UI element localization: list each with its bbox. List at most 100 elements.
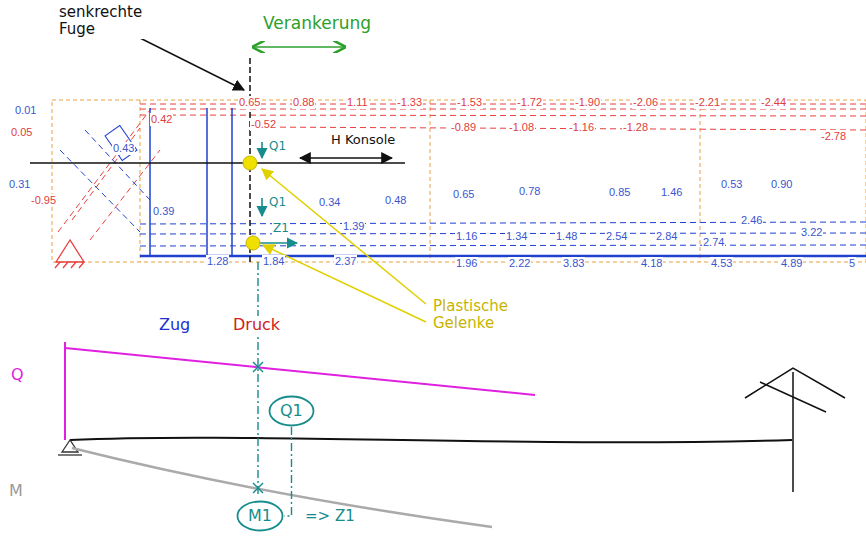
stress-value: -1.08 [508, 121, 535, 134]
stress-value: 4.53 [710, 257, 733, 270]
reinforcement [105, 126, 137, 161]
reinforcement [105, 108, 866, 256]
bearing-support [79, 262, 84, 268]
stress-value: 1.28 [206, 255, 229, 268]
annotation-label: Z1 [272, 222, 290, 236]
column-symbol [745, 368, 845, 398]
force-arrows [256, 242, 297, 244]
column-symbol [745, 368, 845, 492]
stress-value: 1.46 [660, 186, 683, 199]
stress-value: 3.22 [800, 226, 823, 239]
circle-outline [238, 502, 283, 531]
stress-value: -2.21 [694, 96, 721, 109]
shear-diagram [65, 342, 535, 440]
fe-outline [430, 100, 431, 262]
stress-value: 0.65 [238, 96, 261, 109]
system-axis [30, 162, 405, 164]
stress-value: 0.90 [770, 178, 793, 191]
reinforcement [140, 255, 866, 258]
tension-trajectories [60, 130, 866, 246]
section-connector [284, 427, 292, 516]
stress-value: 1.39 [342, 220, 365, 233]
compression-trajectories [58, 110, 150, 232]
stress-value: 1.96 [455, 257, 478, 270]
stress-value: 1.11 [346, 96, 369, 109]
stress-value: 1.16 [455, 230, 478, 243]
reinforcement [206, 108, 208, 256]
plastic-hinge [246, 236, 260, 250]
tension-trajectories [85, 130, 150, 200]
stress-value: 2.46 [740, 214, 763, 227]
section-line [257, 262, 258, 496]
stress-value: 0.34 [318, 196, 341, 209]
annotation-label: senkrechte Fuge [58, 4, 152, 39]
hinge-leader [262, 169, 426, 322]
annotation-label: H Konsole [330, 133, 396, 148]
beam-line [70, 438, 792, 443]
stress-value: -2.06 [632, 96, 659, 109]
annotation-label: => Z1 [304, 508, 356, 525]
annotation-label: Q [10, 366, 25, 384]
stress-value: 3.83 [562, 257, 585, 270]
fe-outline [52, 100, 866, 262]
stress-value: 0.31 [8, 178, 31, 191]
stress-value: 0.88 [292, 96, 315, 109]
circled-mark: Q1 [268, 395, 315, 427]
hinge-support [58, 440, 82, 455]
stress-value: 1.84 [262, 255, 285, 268]
shear-diagram [65, 348, 535, 395]
stress-value: -1.90 [574, 96, 601, 109]
stress-value: 0.85 [608, 186, 631, 199]
force-arrows [261, 198, 263, 216]
stress-value: -1.16 [568, 121, 595, 134]
stress-value: 0.53 [720, 178, 743, 191]
stress-value: 0.43 [112, 142, 135, 155]
compression-trajectories [58, 104, 866, 240]
column-symbol [760, 382, 826, 412]
anchorage-length [253, 46, 345, 48]
stress-value: 2.84 [655, 230, 678, 243]
section-line [253, 483, 263, 493]
hinge-leader [263, 245, 426, 322]
stress-value: 0.39 [152, 205, 175, 218]
circle-outline [270, 397, 314, 426]
reinforcement [149, 108, 151, 256]
hinge-support [62, 440, 78, 452]
stress-value: 0.05 [10, 126, 33, 139]
annotation-label: M [8, 482, 24, 500]
system-axis [300, 157, 392, 159]
stress-value: 0.42 [150, 113, 173, 126]
annotation-label: Verankerung [262, 14, 372, 34]
fe-outline [700, 100, 701, 262]
stress-value: 2.22 [508, 257, 531, 270]
stress-value: 4.18 [640, 257, 663, 270]
vertical-joint [128, 32, 244, 90]
bearing-support [55, 240, 84, 268]
stress-value: 5 [848, 257, 856, 270]
shear-diagram [64, 342, 66, 440]
annotation-label: Q1 [268, 140, 287, 154]
reinforcement [231, 108, 233, 256]
plastic-hinge [243, 156, 257, 170]
node-text: Q1 [280, 401, 303, 420]
stress-value: 0.48 [384, 194, 407, 207]
annotation-label: Plastische Gelenke [432, 298, 534, 333]
stress-value: 4.89 [780, 257, 803, 270]
stress-value: 1.48 [555, 230, 578, 243]
stress-value: 2.37 [334, 255, 357, 268]
force-arrows [261, 142, 263, 158]
stress-value: 0.65 [452, 188, 475, 201]
section-line [253, 362, 263, 372]
stress-value: 1.34 [505, 230, 528, 243]
beam-line [70, 438, 792, 443]
annotation-label: Zug [158, 316, 191, 334]
stress-value: -1.53 [456, 96, 483, 109]
bearing-support [71, 262, 76, 268]
bearing-support [56, 240, 84, 262]
system-axis [30, 158, 405, 163]
annotation-label: Druck [232, 316, 281, 334]
anchorage-length [253, 46, 345, 48]
